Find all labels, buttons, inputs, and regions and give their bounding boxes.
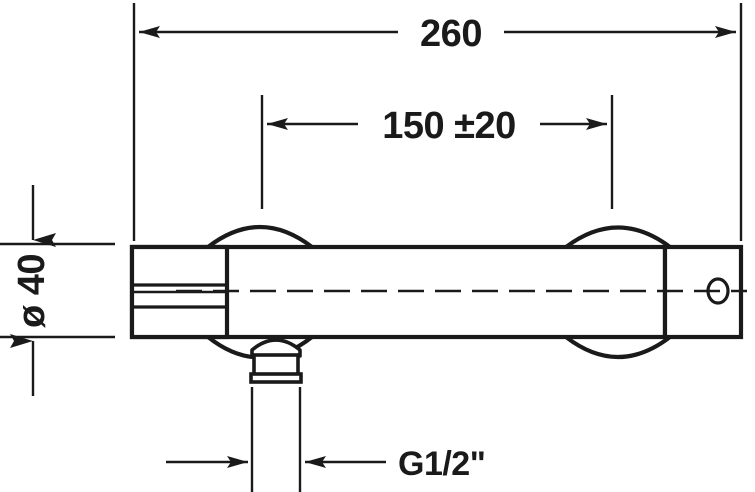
inlet-spacing-dimension: 150 ±20 <box>260 95 614 209</box>
inlet-spacing-label: 150 ±20 <box>382 105 516 147</box>
outlet-thread-dimension: G1/2" <box>166 387 486 492</box>
outlet-thread-label: G1/2" <box>398 445 485 483</box>
body-diameter-dimension: ø 40 <box>0 185 115 396</box>
outlet-body <box>252 353 300 377</box>
volume-handle-upper-arc <box>563 225 673 250</box>
outlet-connector <box>249 338 303 384</box>
body-diameter-label: ø 40 <box>11 254 53 328</box>
outlet-collar-top <box>250 338 302 358</box>
volume-handle-lower-arc <box>563 334 673 360</box>
mixer-body <box>129 224 747 384</box>
overall-width-label: 260 <box>420 13 482 55</box>
outlet-flange <box>249 372 303 384</box>
overall-width-dimension: 260 <box>132 3 743 241</box>
temperature-handle-upper-arc <box>205 224 315 250</box>
